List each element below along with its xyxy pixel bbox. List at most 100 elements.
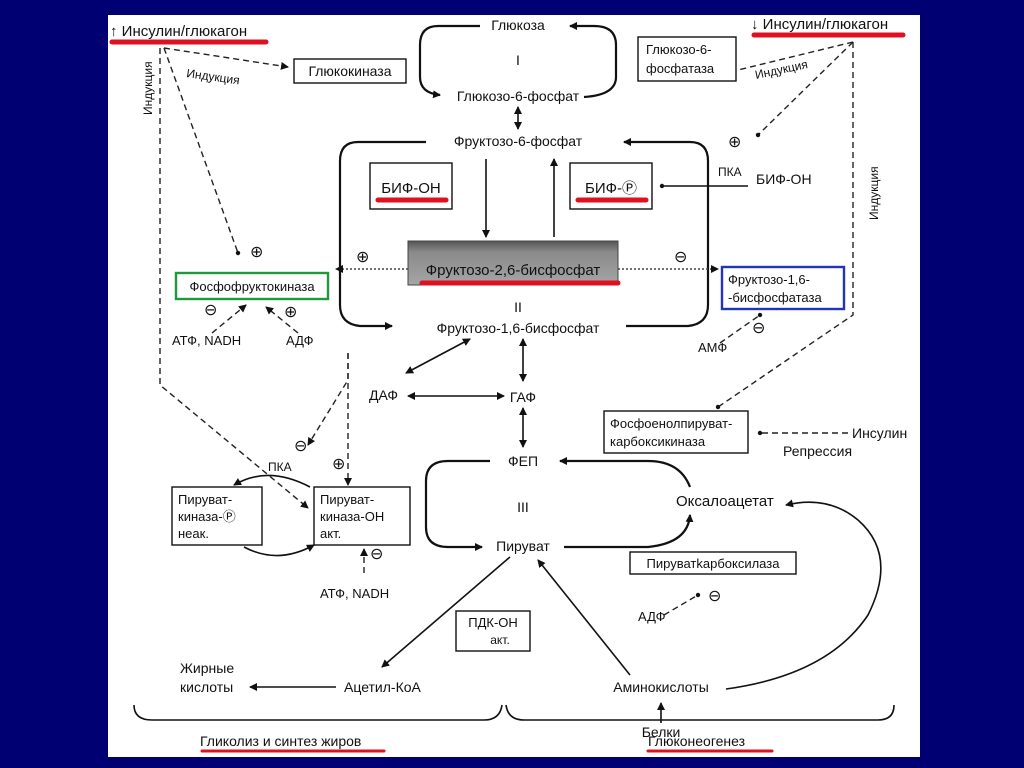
arrow-f16bp-dhap	[405, 338, 471, 374]
repression-label: Репрессия	[783, 443, 852, 459]
gluconeogenesis-arrow-g6p-to-glucose	[569, 22, 618, 99]
minus-sign-fbpase-amp: ⊖	[752, 320, 765, 337]
metabolite-pep: ФЕП	[508, 453, 538, 469]
low-insulin-glucagon-label: ↓ Инсулин/глюкагон	[751, 16, 888, 33]
enzyme-phosphofructokinase: Фосфофруктокиназа	[189, 279, 315, 294]
metabolite-gap: ГАФ	[510, 389, 536, 405]
effector-atp-nadh-pfk: АТФ, NADH	[172, 333, 241, 348]
enzyme-fbpase-box	[720, 265, 846, 311]
enzyme-pdh-box	[455, 610, 531, 652]
glycolysis-arrow-pep-to-pyruvate	[424, 459, 490, 551]
enzyme-g6pase-line2: фосфатаза	[646, 61, 715, 76]
metabolite-dhap: ДАФ	[369, 387, 398, 403]
pka-inhibition-pk-arrow	[307, 353, 349, 446]
enzyme-pyruvate-carboxylase-box	[629, 551, 797, 575]
enzyme-pepck-line1: Фосфоенолпируват-	[610, 416, 732, 431]
metabolite-oxaloacetate: Оксалоацетат	[676, 493, 774, 510]
enzyme-fbpase-line2: -бисфосфатаза	[728, 290, 822, 305]
minus-sign-fbpase-f26bp: ⊖	[674, 249, 687, 266]
enzyme-pk-inactive-line3: неак.	[178, 526, 209, 541]
amp-inhibition-fbpase-arrow	[719, 312, 763, 344]
enzyme-pfk-box	[174, 271, 330, 301]
induction-label-glucokinase: Индукция	[186, 66, 241, 87]
induction-pepck-arrow	[715, 42, 854, 410]
enzyme-pk-active-line2: киназа-ОН	[320, 509, 384, 524]
enzyme-glucokinase-box	[293, 58, 407, 84]
induction-pka-arrow	[755, 41, 854, 138]
fructose-2-6-bisphosphate-bar	[407, 240, 619, 286]
enzyme-fbpase-line1: Фруктозо-1,6-	[728, 272, 810, 287]
enzyme-glucokinase: Глюкокиназа	[308, 63, 391, 79]
arrow-pyruvate-to-acetyl-coa	[381, 556, 511, 668]
effector-amp: АМФ	[698, 340, 727, 355]
insulin-label: Инсулин	[852, 425, 907, 441]
enzyme-pk-inactive-line2: киназа-Ⓟ	[178, 509, 236, 524]
arrow-pk-phosphorylation	[233, 474, 311, 488]
cycle-number-two: II	[514, 299, 522, 315]
enzyme-pk-active-line1: Пируват-	[320, 492, 374, 507]
induction-label-g6pase: Индукция	[754, 57, 809, 82]
enzyme-pk-active-line3: акт.	[320, 526, 341, 541]
enzyme-bif-oh: БИФ-ОН	[381, 180, 441, 197]
adp-activation-pfk-arrow	[265, 306, 299, 334]
plus-sign-pfk-induction: ⊕	[250, 244, 263, 261]
section-glycolysis-fat-synthesis: Гликолиз и синтез жиров	[200, 733, 361, 749]
section-gluconeogenesis: Глюконеогенез	[648, 733, 745, 749]
enzyme-g6pase-line1: Глюкозо-6-	[646, 42, 712, 57]
pka-label-pk: ПКА	[268, 460, 292, 474]
metabolite-proteins: Белки	[642, 724, 681, 740]
arrow-pk-dephosphorylation	[243, 544, 315, 557]
metabolite-amino-acids: Аминокислоты	[613, 679, 709, 695]
minus-sign-pc-adp: ⊖	[708, 588, 721, 605]
atp-nadh-inhibition-pfk-arrow	[211, 304, 247, 334]
metabolite-fructose-2-6-bisphosphate: Фруктозо-2,6-бисфосфат	[426, 262, 601, 279]
arrow-oxaloacetate-to-pep	[559, 457, 692, 488]
metabolite-fructose-1-6-bisphosphate: Фруктозо-1,6-бисфосфат	[437, 320, 600, 336]
gluconeogenesis-arrow-f16bp-to-f6p	[623, 138, 710, 328]
arrow-amino-acids-to-oxaloacetate	[725, 499, 882, 690]
pka-label-bif: ПКА	[718, 165, 742, 179]
arrow-amino-acids-to-pyruvate	[537, 559, 631, 676]
effector-atp-nadh-pk: АТФ, NADH	[320, 586, 389, 601]
high-insulin-glucagon-label: ↑ Инсулин/глюкагон	[110, 23, 247, 40]
effector-adp-pc: АДФ	[638, 609, 666, 624]
enzyme-g6pase-box	[637, 36, 737, 82]
enzyme-bif-p: БИФ-Ⓟ	[585, 180, 637, 197]
adp-inhibition-pc-arrow	[663, 592, 701, 616]
enzyme-pepck-line2: карбоксикиназа	[610, 434, 706, 449]
enzyme-pepck-box	[603, 410, 749, 454]
plus-sign-pka: ⊕	[728, 134, 741, 151]
diagram-sheet: ↑ Инсулин/глюкагон ↓ Инсулин/глюкагон Ин…	[108, 15, 920, 757]
glycolysis-arrow-f6p-to-f16bp	[338, 140, 426, 330]
enzyme-pk-active-box	[313, 486, 411, 546]
metabolite-glucose-6-phosphate: Глюкозо-6-фосфат	[457, 88, 580, 104]
plus-sign-pk-f16bp: ⊕	[332, 456, 345, 473]
enzyme-pk-inactive-box	[171, 486, 263, 546]
minus-sign-pk-pka: ⊖	[294, 438, 307, 455]
metabolite-fatty-acids-line2: кислоты	[180, 679, 233, 695]
arrow-pyruvate-to-oxaloacetate	[564, 514, 694, 549]
induction-pyruvate-kinase-arrow	[159, 48, 309, 509]
brace-gluconeogenesis	[505, 704, 895, 721]
metabolic-regulation-diagram: ↑ Инсулин/глюкагон ↓ Инсулин/глюкагон Ин…	[109, 16, 907, 753]
metabolite-pyruvate: Пируват	[496, 538, 550, 554]
minus-sign-pk-atp: ⊖	[370, 546, 383, 563]
plus-sign-pfk-adp: ⊕	[284, 304, 297, 321]
cycle-number-three: III	[517, 499, 529, 515]
metabolite-acetyl-coa: Ацетил-КоА	[344, 679, 422, 695]
glycolysis-arrow-glucose-to-g6p	[418, 24, 480, 99]
plus-sign-pfk-f26bp: ⊕	[356, 249, 369, 266]
effector-adp-pfk: АДФ	[286, 333, 314, 348]
enzyme-pdh-line1: ПДК-ОН	[468, 615, 518, 630]
metabolite-bif-oh-free: БИФ-ОН	[756, 171, 812, 187]
minus-sign-pfk-atp: ⊖	[204, 302, 217, 319]
metabolite-fatty-acids-line1: Жирные	[180, 660, 234, 676]
induction-glucokinase-arrow	[163, 47, 289, 70]
enzyme-pk-inactive-line1: Пируват-	[178, 492, 232, 507]
enzyme-pdh-line2: акт.	[490, 633, 510, 647]
induction-label-right-vertical: Индукция	[867, 166, 881, 220]
metabolite-fructose-6-phosphate: Фруктозо-6-фосфат	[454, 133, 583, 149]
induction-pfk-arrow	[163, 47, 241, 256]
cycle-number-one: I	[516, 52, 520, 68]
induction-label-left-vertical: Индукция	[141, 61, 155, 115]
